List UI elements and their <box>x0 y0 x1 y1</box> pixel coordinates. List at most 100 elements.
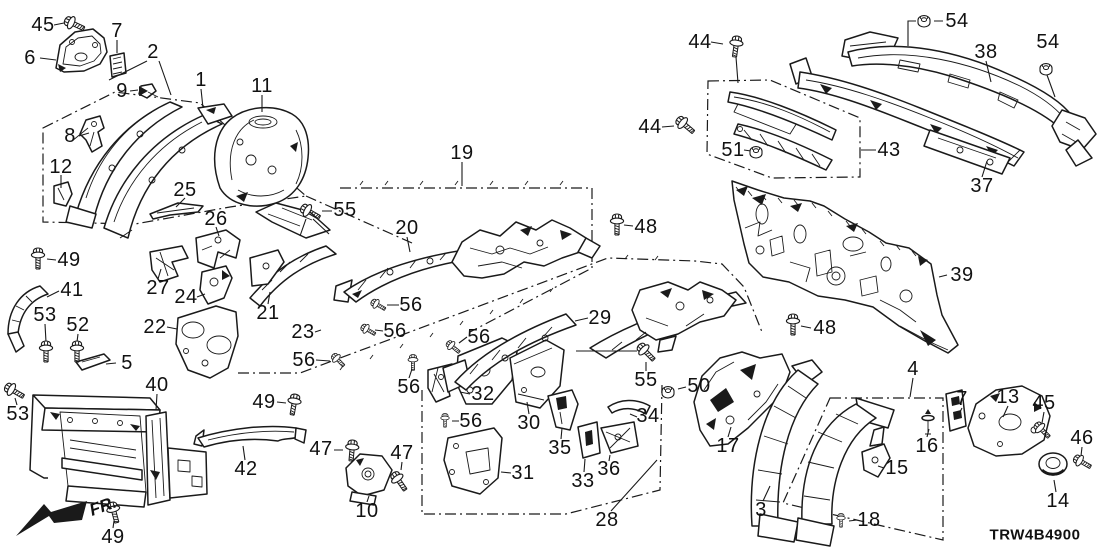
part-number-label-32: 32 <box>471 383 495 405</box>
bolt-53-icon <box>1 379 28 403</box>
part-38-shape <box>841 31 1097 167</box>
part-number-label-56: 56 <box>399 294 423 316</box>
part-number-label-12: 12 <box>49 156 73 178</box>
part-39-shape <box>731 180 959 354</box>
part-number-label-49: 49 <box>252 391 276 413</box>
leader-lines <box>14 20 1083 529</box>
part-11-shape <box>213 106 331 239</box>
part-number-label-50: 50 <box>687 375 711 397</box>
part-10-shape <box>345 453 393 506</box>
part-14-shape <box>1038 452 1068 476</box>
part-number-label-8: 8 <box>64 125 76 147</box>
part-number-label-15: 15 <box>885 457 909 479</box>
diagram-code: TRW4B4900 <box>989 526 1081 544</box>
part-36-shape <box>600 421 639 454</box>
part-5-shape <box>75 353 111 371</box>
part-16-shape <box>921 409 935 435</box>
part-number-label-56: 56 <box>383 320 407 342</box>
part-number-label-56: 56 <box>397 376 421 398</box>
part-number-label-4: 4 <box>907 358 919 380</box>
part-number-label-28: 28 <box>595 509 619 531</box>
bolt-56-icon <box>443 337 463 357</box>
part-number-label-54: 54 <box>1036 31 1060 53</box>
nut-51-icon <box>749 146 763 159</box>
part-number-label-25: 25 <box>173 179 197 201</box>
part-number-label-33: 33 <box>571 470 595 492</box>
part-number-label-55: 55 <box>634 369 658 391</box>
bolt-52-icon <box>69 340 85 363</box>
part-number-label-2: 2 <box>147 41 159 63</box>
bolt-56-icon <box>328 350 348 370</box>
part-43-shape <box>727 91 837 171</box>
bolt-44-icon <box>727 34 745 59</box>
part-number-label-31: 31 <box>511 462 535 484</box>
part-number-label-27: 27 <box>146 277 170 299</box>
part-1-shape <box>103 103 233 239</box>
part-number-label-51: 51 <box>721 139 745 161</box>
part-3-shape <box>750 359 823 543</box>
part-number-label-55: 55 <box>333 199 357 221</box>
part-number-label-43: 43 <box>877 139 901 161</box>
part-number-label-26: 26 <box>204 208 228 230</box>
part-number-label-14: 14 <box>1046 490 1070 512</box>
part-8-shape <box>71 115 105 153</box>
part-number-label-56: 56 <box>459 410 483 432</box>
part-26-shape <box>195 229 241 269</box>
part-35-shape <box>547 389 579 431</box>
part-number-label-13: 13 <box>996 386 1020 408</box>
part-number-label-1: 1 <box>195 69 207 91</box>
bolt-56-icon <box>440 413 450 428</box>
part-number-label-30: 30 <box>517 412 541 434</box>
part-number-label-6: 6 <box>24 47 36 69</box>
bolt-53-icon <box>38 340 54 363</box>
part-number-label-54: 54 <box>945 10 969 32</box>
part-number-label-49: 49 <box>57 249 81 271</box>
part-22-shape <box>175 305 239 379</box>
part-21-shape <box>249 245 337 307</box>
part-number-label-38: 38 <box>974 41 998 63</box>
part-number-label-17: 17 <box>716 435 740 457</box>
part-number-label-16: 16 <box>915 435 939 457</box>
bolt-18-icon <box>836 513 846 528</box>
part-17-shape <box>693 351 791 447</box>
part-number-label-53: 53 <box>33 304 57 326</box>
part-number-label-40: 40 <box>145 374 169 396</box>
part-number-label-56: 56 <box>292 349 316 371</box>
part-number-label-45: 45 <box>1032 392 1056 414</box>
part-number-label-7: 7 <box>111 20 123 42</box>
part-number-label-41: 41 <box>60 279 84 301</box>
bolt-48-icon <box>609 213 625 236</box>
part-number-label-36: 36 <box>597 458 621 480</box>
part-33-shape <box>577 421 601 459</box>
part-number-label-7: 7 <box>956 388 968 410</box>
part-40-shape <box>29 394 208 508</box>
part-number-label-39: 39 <box>950 264 974 286</box>
part-7-shape <box>109 52 127 78</box>
part-number-label-46: 46 <box>1070 427 1094 449</box>
part-number-label-20: 20 <box>395 217 419 239</box>
part-41-shape <box>7 285 49 353</box>
bolt-49-icon <box>285 392 303 417</box>
bolt-48-icon <box>785 313 801 336</box>
part-number-label-42: 42 <box>234 458 258 480</box>
part-25-shape <box>149 202 204 220</box>
part-6-shape <box>55 28 108 73</box>
part-number-label-52: 52 <box>66 314 90 336</box>
bolt-49-icon <box>30 247 46 270</box>
part-number-label-48: 48 <box>813 317 837 339</box>
part-number-label-56: 56 <box>467 326 491 348</box>
bolt-55-icon <box>633 339 659 365</box>
part-number-label-19: 19 <box>450 142 474 164</box>
part-number-label-47: 47 <box>309 438 333 460</box>
part-2-shape <box>65 101 183 229</box>
part-number-label-49: 49 <box>101 526 125 548</box>
bolt-56-icon <box>407 354 419 371</box>
part-number-label-44: 44 <box>688 31 712 53</box>
part-number-label-37: 37 <box>970 175 994 197</box>
part-12-shape <box>53 181 73 207</box>
part-number-label-45: 45 <box>31 14 55 36</box>
bolt-46-icon <box>1070 451 1095 473</box>
nut-54-icon <box>1039 63 1053 76</box>
